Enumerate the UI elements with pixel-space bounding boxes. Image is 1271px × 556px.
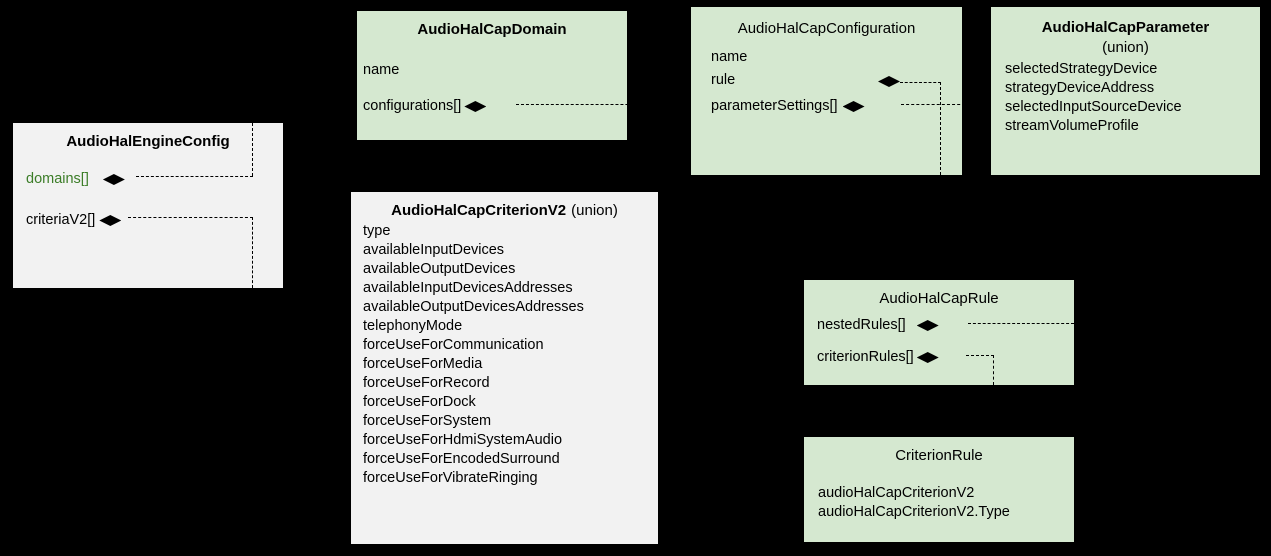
attribute-label-force-use-for-dock: forceUseForDock: [363, 394, 476, 410]
composition-diamond-icon: [464, 101, 487, 112]
attribute-row-configuration-name: name: [711, 48, 747, 67]
class-title-criterion-rule: CriterionRule: [895, 447, 983, 464]
class-title-audio-hal-engine-config: AudioHalEngineConfig: [66, 133, 230, 150]
attribute-label-available-input-devices: availableInputDevices: [363, 242, 505, 258]
connector-rule-vertical: [940, 82, 941, 175]
attribute-label-force-use-for-media: forceUseForMedia: [363, 356, 483, 372]
attribute-label-name: name: [711, 49, 748, 65]
attribute-row-domains: domains[]: [26, 170, 125, 189]
class-box-audio-hal-cap-domain: AudioHalCapDomain: [357, 11, 627, 140]
attribute-row-nested-rules: nestedRules[]: [817, 316, 939, 335]
class-title-audio-hal-cap-criterion-v2: AudioHalCapCriterionV2: [391, 202, 567, 219]
attribute-row-domain-name: name: [363, 61, 399, 80]
attribute-label-nested-rules: nestedRules[]: [817, 317, 906, 333]
attribute-label-type: type: [363, 223, 391, 239]
attribute-row-criterion-rules: criterionRules[]: [817, 348, 939, 367]
attribute-label-audio-hal-cap-criterion-v2: audioHalCapCriterionV2: [818, 485, 975, 501]
connector-criteria-v2-horizontal: [128, 217, 253, 218]
composition-diamond-icon: [842, 101, 865, 112]
class-box-audio-hal-cap-configuration: AudioHalCapConfiguration: [691, 7, 962, 175]
class-title-audio-hal-cap-rule: AudioHalCapRule: [879, 290, 999, 307]
connector-nested-rules-horizontal: [968, 323, 1074, 324]
attribute-label-force-use-for-hdmi-system-audio: forceUseForHdmiSystemAudio: [363, 432, 563, 448]
class-box-audio-hal-cap-rule: AudioHalCapRule: [804, 280, 1074, 385]
class-box-audio-hal-cap-criterion-v2: AudioHalCapCriterionV2(union) type avail…: [351, 192, 658, 544]
attribute-row-criteria-v2: criteriaV2[]: [26, 211, 122, 230]
attribute-label-selected-input-source-device: selectedInputSourceDevice: [1005, 99, 1182, 115]
connector-criteria-v2-vertical: [252, 217, 253, 288]
class-title-audio-hal-cap-configuration: AudioHalCapConfiguration: [737, 20, 916, 37]
attribute-label-force-use-for-vibrate-ringing: forceUseForVibrateRinging: [363, 470, 538, 486]
attribute-label-criterion-rules: criterionRules[]: [817, 349, 914, 365]
class-subtitle-audio-hal-cap-parameter: (union): [1102, 39, 1149, 56]
attribute-label-force-use-for-system: forceUseForSystem: [363, 413, 492, 429]
class-title-audio-hal-cap-domain: AudioHalCapDomain: [417, 21, 567, 38]
attribute-label-domains: domains[]: [26, 171, 89, 187]
class-title-audio-hal-cap-parameter: AudioHalCapParameter: [1041, 19, 1210, 36]
attribute-label-rule: rule: [711, 72, 736, 88]
composition-diamond-icon: [916, 352, 939, 363]
composition-diamond-icon: [916, 320, 939, 331]
composition-diamond-icon: [878, 76, 900, 87]
class-subtitle-audio-hal-cap-criterion-v2: (union): [571, 202, 618, 219]
attribute-row-configurations: configurations[]: [363, 97, 487, 116]
connector-domains-horizontal: [136, 176, 253, 177]
attribute-row-rule: rule: [711, 71, 737, 90]
connector-domains-vertical: [252, 123, 253, 176]
connector-criterion-rules-horizontal: [966, 355, 994, 356]
attribute-label-available-output-devices-addresses: availableOutputDevicesAddresses: [363, 299, 584, 315]
attribute-label-strategy-device-address: strategyDeviceAddress: [1005, 80, 1155, 96]
connector-parameter-settings-horizontal: [901, 104, 1001, 105]
attribute-label-telephony-mode: telephonyMode: [363, 318, 463, 334]
attribute-label-name: name: [363, 62, 400, 78]
attribute-label-selected-strategy-device: selectedStrategyDevice: [1005, 61, 1158, 77]
connector-criterion-rules-vertical: [993, 355, 994, 385]
connector-configurations-horizontal: [516, 104, 703, 105]
attribute-label-available-input-devices-addresses: availableInputDevicesAddresses: [363, 280, 573, 296]
composition-diamond-icon: [99, 215, 122, 226]
attribute-label-criteria-v2: criteriaV2[]: [26, 212, 96, 228]
class-title-row-audio-hal-cap-criterion-v2: AudioHalCapCriterionV2(union): [351, 201, 658, 221]
class-box-audio-hal-engine-config: AudioHalEngineConfig: [13, 123, 283, 288]
attribute-label-available-output-devices: availableOutputDevices: [363, 261, 516, 277]
attribute-label-parameter-settings: parameterSettings[]: [711, 98, 838, 114]
attribute-label-force-use-for-encoded-surround: forceUseForEncodedSurround: [363, 451, 560, 467]
attribute-row-parameter-settings: parameterSettings[]: [711, 97, 865, 116]
class-box-audio-hal-cap-parameter: AudioHalCapParameter (union) selectedStr…: [991, 7, 1260, 175]
composition-diamond-icon: [102, 174, 125, 185]
attribute-label-force-use-for-communication: forceUseForCommunication: [363, 337, 544, 353]
connector-rule-horizontal: [900, 82, 941, 83]
attribute-label-configurations: configurations[]: [363, 98, 462, 114]
attribute-label-audio-hal-cap-criterion-v2-type: audioHalCapCriterionV2.Type: [818, 504, 1010, 520]
class-box-criterion-rule: CriterionRule audioHalCapCriterionV2 aud…: [804, 437, 1074, 542]
attribute-label-stream-volume-profile: streamVolumeProfile: [1005, 118, 1139, 134]
attribute-label-force-use-for-record: forceUseForRecord: [363, 375, 490, 391]
